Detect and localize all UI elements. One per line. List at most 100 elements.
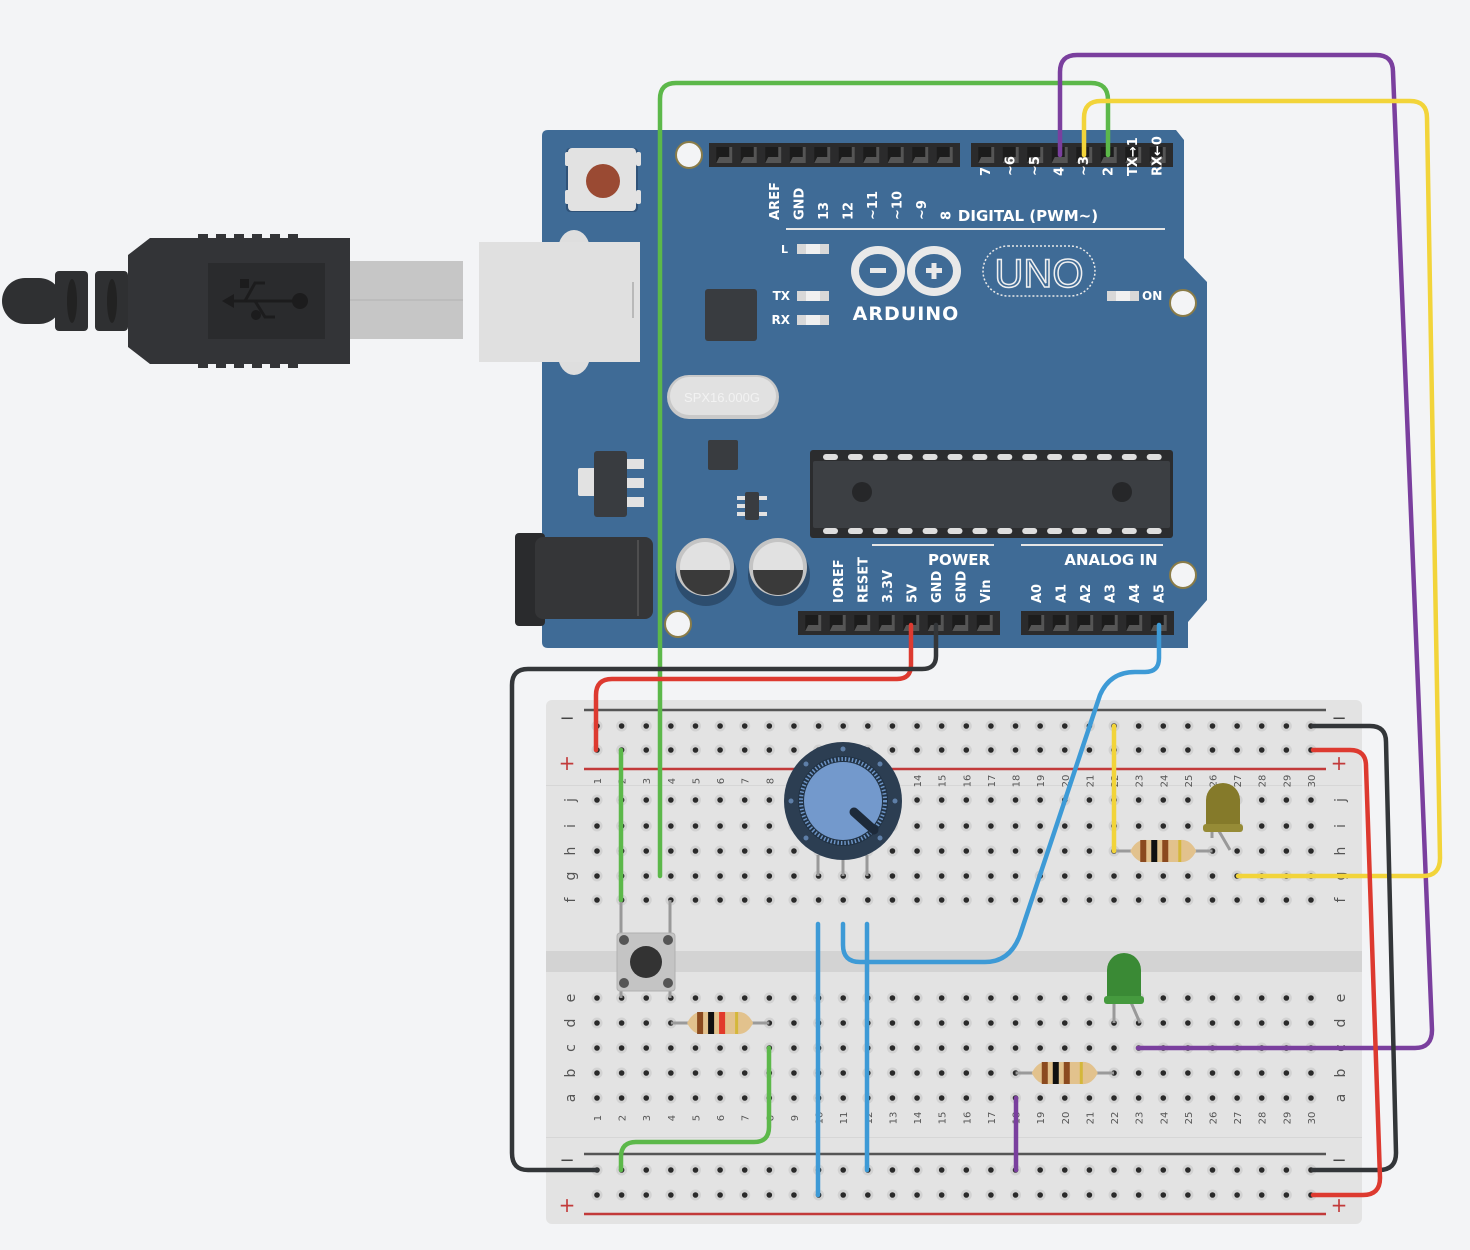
breadboard-hole[interactable] (1209, 1070, 1216, 1076)
breadboard-hole[interactable] (1037, 747, 1043, 753)
breadboard-hole[interactable] (1258, 1095, 1265, 1101)
breadboard-hole[interactable] (988, 723, 994, 729)
breadboard-hole[interactable] (643, 823, 650, 829)
breadboard-hole[interactable] (938, 723, 945, 729)
breadboard-hole[interactable] (643, 1070, 650, 1076)
led-green[interactable] (1104, 953, 1144, 1024)
breadboard-hole[interactable] (791, 1020, 797, 1026)
breadboard-hole[interactable] (741, 747, 748, 753)
breadboard-hole[interactable] (766, 723, 773, 729)
breadboard-hole[interactable] (840, 995, 846, 1001)
breadboard-hole[interactable] (1160, 1095, 1167, 1101)
breadboard-hole[interactable] (791, 747, 797, 753)
wire-black-gnd[interactable] (509, 622, 939, 1173)
breadboard-hole[interactable] (1308, 848, 1314, 854)
breadboard-hole[interactable] (988, 747, 994, 753)
breadboard-hole[interactable] (1185, 823, 1191, 829)
breadboard-hole[interactable] (963, 1070, 970, 1076)
breadboard-hole[interactable] (938, 747, 945, 753)
breadboard-hole[interactable] (1111, 873, 1117, 879)
breadboard-hole[interactable] (692, 897, 699, 903)
breadboard-hole[interactable] (914, 995, 920, 1001)
breadboard-hole[interactable] (1061, 995, 1068, 1001)
breadboard-hole[interactable] (1061, 747, 1068, 753)
resistor-yellow-led[interactable] (1114, 839, 1213, 863)
breadboard-hole[interactable] (618, 1070, 625, 1076)
breadboard-hole[interactable] (668, 1070, 674, 1076)
breadboard-hole[interactable] (643, 995, 650, 1001)
breadboard-hole[interactable] (1012, 1045, 1019, 1051)
breadboard-hole[interactable] (1234, 1192, 1240, 1198)
breadboard-hole[interactable] (717, 1167, 723, 1173)
breadboard-hole[interactable] (938, 873, 945, 879)
breadboard-hole[interactable] (1160, 823, 1167, 829)
wire-blue-a5[interactable] (840, 622, 1162, 965)
breadboard-hole[interactable] (643, 723, 650, 729)
breadboard-hole[interactable] (1012, 1192, 1019, 1198)
breadboard-hole[interactable] (1234, 1070, 1240, 1076)
breadboard-hole[interactable] (938, 797, 945, 803)
breadboard-hole[interactable] (594, 1192, 600, 1198)
breadboard-hole[interactable] (1234, 1095, 1240, 1101)
breadboard-hole[interactable] (717, 1070, 723, 1076)
breadboard-hole[interactable] (1283, 1192, 1290, 1198)
breadboard-hole[interactable] (1160, 1192, 1167, 1198)
breadboard-hole[interactable] (643, 1020, 650, 1026)
breadboard-hole[interactable] (1234, 995, 1240, 1001)
breadboard-hole[interactable] (1061, 897, 1068, 903)
breadboard-hole[interactable] (1061, 1192, 1068, 1198)
breadboard-hole[interactable] (914, 1192, 920, 1198)
breadboard-hole[interactable] (692, 995, 699, 1001)
breadboard-hole[interactable] (1037, 1192, 1043, 1198)
breadboard-hole[interactable] (914, 848, 920, 854)
breadboard-hole[interactable] (840, 1095, 846, 1101)
usb-cable[interactable] (2, 234, 463, 368)
breadboard-hole[interactable] (791, 1167, 797, 1173)
breadboard-hole[interactable] (643, 1192, 650, 1198)
breadboard-hole[interactable] (618, 723, 625, 729)
breadboard-hole[interactable] (1086, 797, 1093, 803)
breadboard-hole[interactable] (1160, 1167, 1167, 1173)
breadboard-hole[interactable] (1258, 747, 1265, 753)
breadboard-hole[interactable] (914, 873, 920, 879)
breadboard-hole[interactable] (717, 797, 723, 803)
breadboard-hole[interactable] (1037, 723, 1043, 729)
breadboard-hole[interactable] (1283, 797, 1290, 803)
breadboard-hole[interactable] (1135, 823, 1142, 829)
led-yellow[interactable] (1203, 783, 1243, 851)
breadboard-hole[interactable] (889, 873, 896, 879)
breadboard-hole[interactable] (791, 1070, 797, 1076)
breadboard-hole[interactable] (914, 723, 920, 729)
breadboard-hole[interactable] (914, 1070, 920, 1076)
breadboard-hole[interactable] (938, 1095, 945, 1101)
breadboard-hole[interactable] (1283, 1020, 1290, 1026)
breadboard-hole[interactable] (741, 1095, 748, 1101)
breadboard-hole[interactable] (1135, 797, 1142, 803)
breadboard-hole[interactable] (1209, 995, 1216, 1001)
breadboard-hole[interactable] (1185, 1167, 1191, 1173)
breadboard-hole[interactable] (791, 897, 797, 903)
breadboard-hole[interactable] (988, 873, 994, 879)
breadboard-hole[interactable] (889, 1045, 896, 1051)
breadboard-hole[interactable] (889, 1192, 896, 1198)
breadboard-hole[interactable] (717, 897, 723, 903)
breadboard-hole[interactable] (1160, 1020, 1167, 1026)
breadboard-hole[interactable] (692, 1070, 699, 1076)
breadboard-hole[interactable] (938, 995, 945, 1001)
breadboard-hole[interactable] (889, 1020, 896, 1026)
breadboard-hole[interactable] (1086, 873, 1093, 879)
breadboard-hole[interactable] (988, 1020, 994, 1026)
breadboard-hole[interactable] (1086, 747, 1093, 753)
breadboard-hole[interactable] (1086, 1192, 1093, 1198)
breadboard-hole[interactable] (1234, 1167, 1240, 1173)
breadboard-hole[interactable] (1185, 1020, 1191, 1026)
breadboard-hole[interactable] (1135, 1095, 1142, 1101)
breadboard-hole[interactable] (717, 723, 723, 729)
breadboard-hole[interactable] (594, 797, 600, 803)
breadboard-hole[interactable] (1037, 823, 1043, 829)
breadboard-hole[interactable] (889, 1070, 896, 1076)
breadboard-hole[interactable] (1185, 995, 1191, 1001)
breadboard-hole[interactable] (618, 1020, 625, 1026)
breadboard-hole[interactable] (1234, 747, 1240, 753)
breadboard-hole[interactable] (1185, 897, 1191, 903)
